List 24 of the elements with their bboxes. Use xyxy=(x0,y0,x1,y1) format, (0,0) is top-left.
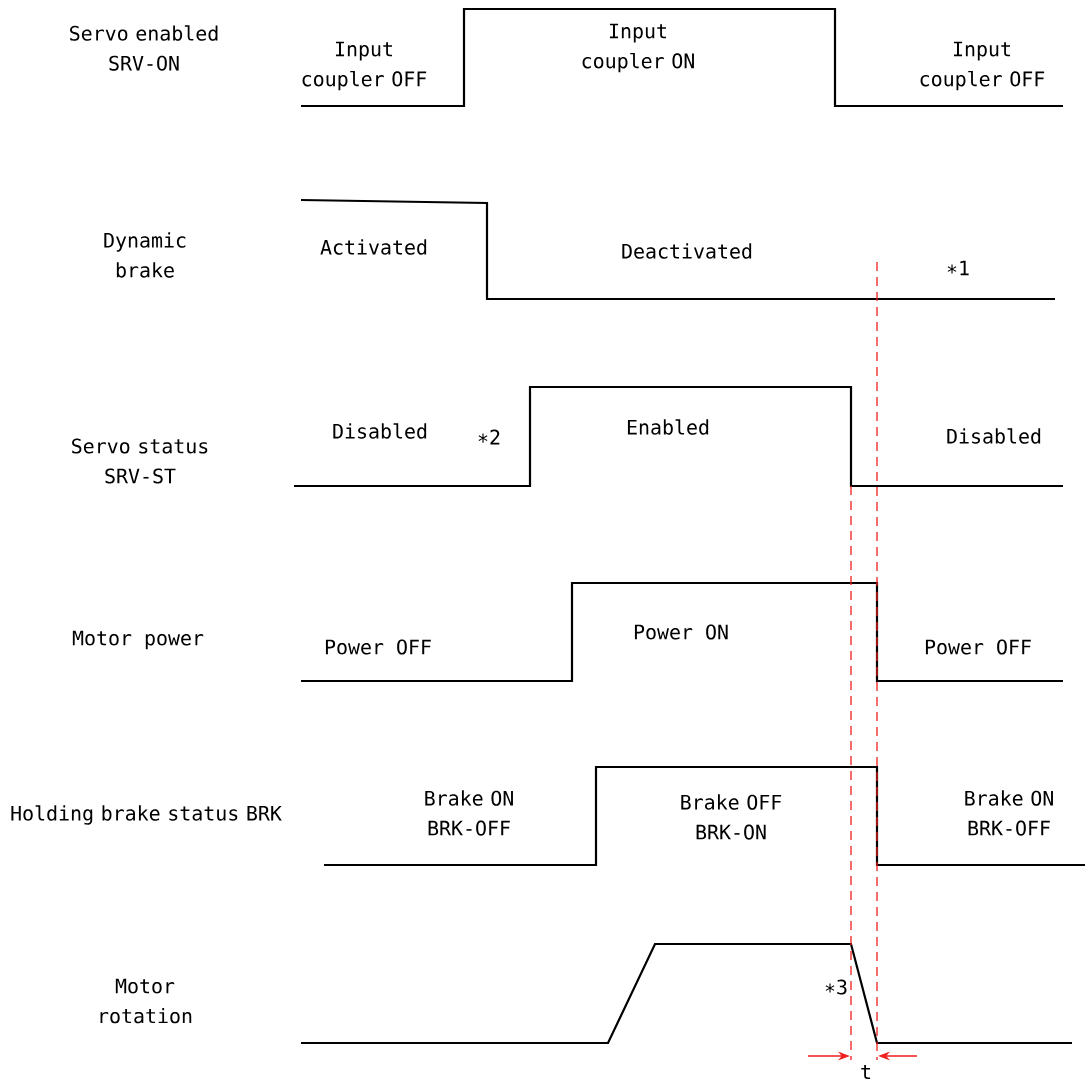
signal-name: Servo enabled SRV-ON xyxy=(70,25,218,71)
state-label: Disabled xyxy=(947,428,1041,444)
signal-name: Holding brake status BRK xyxy=(11,805,282,825)
state-label: Activated xyxy=(320,239,427,255)
signal-name: Motor power xyxy=(72,630,204,650)
note-marker: ∗1 xyxy=(947,260,969,276)
state-label: Input coupler OFF xyxy=(302,41,427,91)
state-label: Brake OFF BRK-ON xyxy=(681,794,782,840)
note-marker: ∗2 xyxy=(478,429,500,445)
state-label: Enabled xyxy=(627,419,709,435)
signal-name: Dynamic brake xyxy=(104,232,186,278)
signal-name: Servo status SRV-ST xyxy=(72,438,208,484)
state-label: Input coupler ON xyxy=(582,23,694,73)
state-label: Power OFF xyxy=(925,639,1031,655)
state-label: Deactivated xyxy=(622,243,752,259)
state-label: Input coupler OFF xyxy=(920,41,1045,91)
state-label: Power ON xyxy=(634,624,728,640)
state-label: Disabled xyxy=(333,423,427,439)
dimension-label: t xyxy=(861,1065,871,1079)
state-label: Brake ON BRK-OFF xyxy=(965,790,1053,836)
signal-name: Motor rotation xyxy=(100,978,192,1024)
note-marker: ∗3 xyxy=(825,979,847,995)
state-label: Power OFF xyxy=(325,639,431,655)
state-label: Brake ON BRK-OFF xyxy=(425,790,513,836)
